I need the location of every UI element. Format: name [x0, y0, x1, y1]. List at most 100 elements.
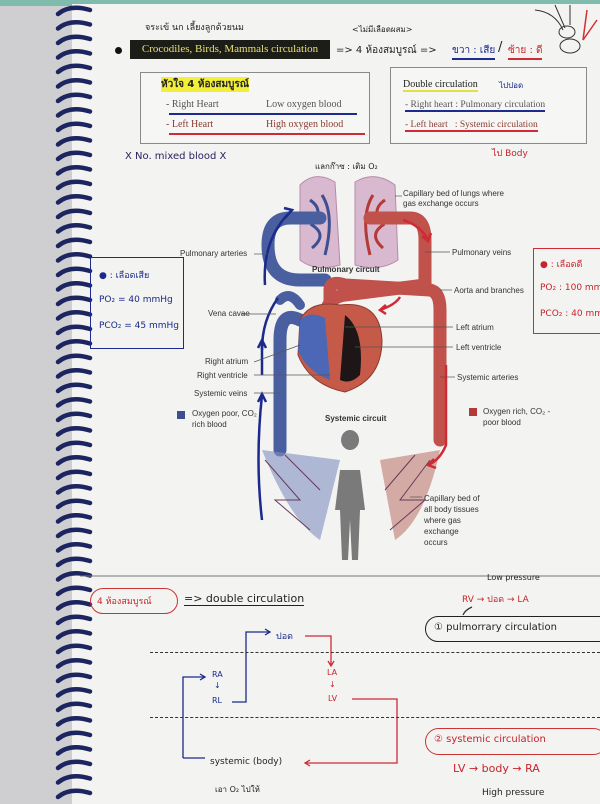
label-systemic-arteries: Systemic arteries [457, 373, 519, 382]
to-body-note: ไป Body [492, 149, 528, 159]
spiral-coil [55, 411, 93, 423]
arrow-note: => 4 ห้องสมบูรณ์ => [336, 45, 437, 56]
no-mixed-blood-note: X No. mixed blood X [125, 151, 227, 162]
flow-la: LA [327, 668, 338, 677]
flow-arrow-1: ↓ [214, 681, 221, 690]
spiral-coil [55, 78, 93, 89]
spiral-coil [55, 585, 93, 597]
left-heart-label: - Left Heart [166, 119, 214, 130]
spiral-coil [55, 469, 93, 481]
legend-poor-swatch [177, 411, 185, 419]
oxygenated-box: ● : เลือดดี PO₂ : 100 mmHg PCO₂ : 40 mmH… [533, 248, 600, 334]
spiral-coil [55, 49, 93, 60]
spiral-coil [55, 92, 93, 104]
legend-rich-label: Oxygen rich, CO₂ - poor blood [483, 407, 551, 427]
spiral-coil [55, 252, 93, 263]
heart [297, 303, 383, 393]
pulmonary-circuit-label: Pulmonary circuit [312, 265, 380, 274]
spiral-coil [55, 759, 93, 771]
spiral-coil [55, 150, 93, 162]
dashed-divider-top [150, 652, 600, 653]
flow-systemic: systemic (body) [210, 757, 283, 767]
oxy-label: ● : เลือดดี [540, 260, 583, 270]
spiral-coil [55, 774, 93, 785]
gas-exchange-note: แลกก๊าซ : เติม O₂ [315, 162, 378, 171]
flow-rl: RL [212, 696, 223, 705]
vena-cava [273, 311, 307, 457]
spiral-binding [55, 5, 93, 800]
label-right-ventricle: Right ventricle [197, 371, 248, 380]
spiral-coil [55, 382, 93, 394]
leader-lines [241, 195, 455, 498]
pulmonary-arteries [261, 211, 332, 287]
label-pulmonary-arteries: Pulmonary arteries [180, 249, 248, 258]
spiral-coil [55, 136, 93, 147]
left-good-note: ซ้าย : ดี [508, 43, 543, 60]
spiral-coil [55, 701, 93, 713]
spiral-coil [55, 788, 93, 800]
pen-arrows [256, 206, 448, 521]
spiral-coil [55, 672, 93, 684]
four-chamber-cloud-text: 4 ห้องสมบูรณ์ [97, 597, 152, 607]
aorta [323, 276, 447, 447]
spiral-coil [55, 324, 93, 336]
spiral-coil [55, 107, 93, 118]
page-title: Crocodiles, Birds, Mammals circulation [130, 40, 330, 59]
label-aorta: Aorta and branches [454, 286, 524, 295]
spiral-coil [55, 397, 93, 408]
spiral-coil [55, 455, 93, 466]
deoxy-po2: PO₂ = 40 mmHg [99, 295, 173, 305]
thai-animals-note: จระเข้ นก เลี้ยงลูกด้วยนม [145, 23, 244, 33]
spiral-coil [55, 353, 93, 365]
deoxy-label: ● : เลือดเสีย [99, 271, 150, 281]
spiral-coil [55, 498, 93, 510]
systemic-cloud: ② systemic circulation [425, 728, 600, 755]
spiral-coil [55, 5, 93, 17]
spiral-coil [55, 266, 93, 278]
four-chamber-cloud: 4 ห้องสมบูรณ์ [90, 588, 178, 614]
spiral-coil [55, 368, 93, 379]
no-mixing-note: <ไม่มีเลือดผสม> [352, 25, 413, 34]
red-underline [169, 133, 365, 135]
flow-lines [182, 606, 473, 767]
oxy-pco2: PCO₂ : 40 mmHg [540, 309, 600, 319]
systemic-cloud-text: ② systemic circulation [434, 734, 546, 745]
label-left-atrium: Left atrium [456, 323, 494, 332]
flow-lv: LV [328, 694, 338, 703]
double-circulation-box: Double circulation ไปปอด - Right heart :… [390, 67, 587, 144]
deoxy-pco2: PCO₂ = 45 mmHg [99, 321, 179, 331]
oxy-po2: PO₂ : 100 mmHg [540, 283, 600, 293]
label-lung-capillary: Capillary bed of lungs where gas exchang… [403, 189, 504, 208]
right-heart-pulmonary: - Right heart : Pulmonary circulation [405, 100, 546, 112]
label-body-capillary: Capillary bed of all body tissues where … [424, 494, 480, 547]
spiral-coil [55, 716, 93, 727]
spiral-coil [55, 629, 93, 640]
flow-ra: RA [212, 670, 223, 679]
dashed-divider-bottom [150, 717, 600, 718]
legend-poor-label: Oxygen poor, CO₂ - rich blood [192, 409, 262, 429]
deoxygenated-box: ● : เลือดเสีย PO₂ = 40 mmHg PCO₂ = 45 mm… [90, 257, 184, 349]
spiral-coil [55, 658, 93, 669]
label-left-ventricle: Left ventricle [456, 343, 502, 352]
systemic-circuit-label: Systemic circuit [325, 414, 387, 423]
label-pulmonary-veins: Pulmonary veins [452, 248, 512, 257]
pulmonary-path: RV → ปอด → LA [462, 595, 529, 605]
left-heart-systemic: - Left heart : Systemic circulation [405, 120, 538, 132]
spiral-coil [55, 527, 93, 539]
bullet [115, 47, 122, 54]
label-systemic-veins: Systemic veins [194, 389, 248, 398]
spiral-coil [55, 730, 93, 742]
pulmonary-cloud: ① pulmorrary circulation [425, 616, 600, 642]
spiral-coil [55, 223, 93, 234]
background-surface [0, 0, 600, 6]
double-circulation-title: Double circulation [403, 79, 478, 92]
right-heart-label: - Right Heart [166, 99, 219, 110]
spiral-coil [55, 745, 93, 756]
spiral-coil [55, 63, 93, 75]
label-right-atrium: Right atrium [205, 357, 249, 366]
spiral-coil [55, 310, 93, 321]
spiral-coil [55, 281, 93, 292]
blue-underline [169, 113, 357, 115]
flow-arrow-2: ↓ [329, 680, 336, 689]
